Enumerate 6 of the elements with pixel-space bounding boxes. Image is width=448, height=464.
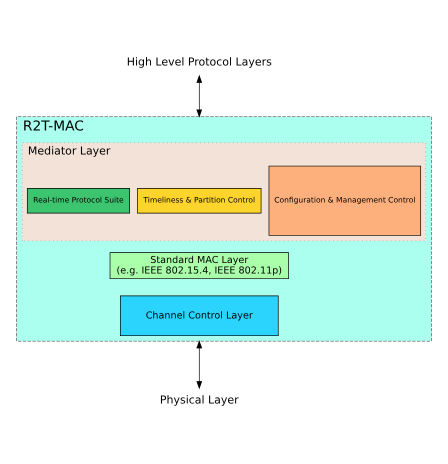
arrow	[196, 340, 202, 390]
node-box: Standard MAC Layer (e.g. IEEE 802.15.4, IEEE 802.11p)	[110, 252, 289, 280]
node-box: Channel Control Layer	[120, 296, 279, 336]
node-text: Physical Layer	[160, 394, 239, 407]
arrow	[196, 74, 202, 118]
node-text: High Level Protocol Layers	[126, 56, 272, 69]
